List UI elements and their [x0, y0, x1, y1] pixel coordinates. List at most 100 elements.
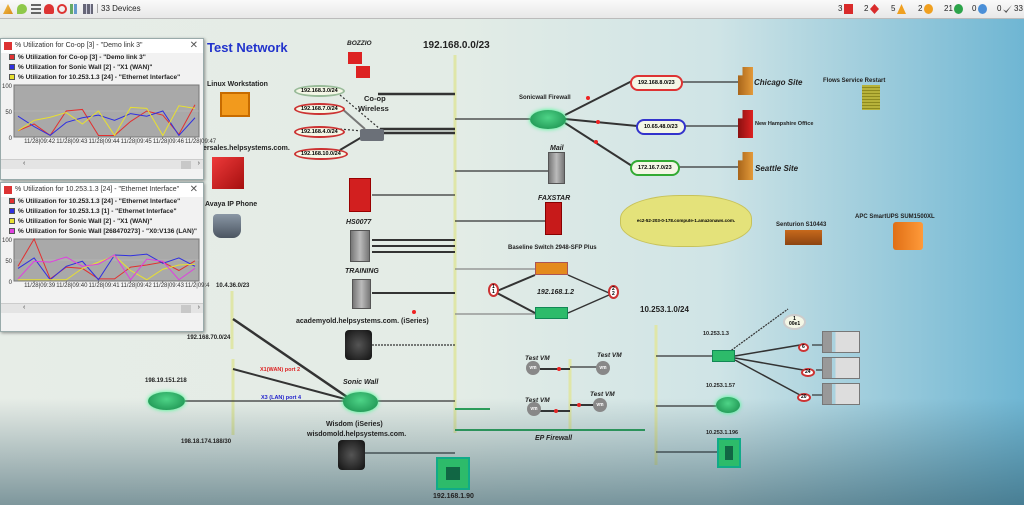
subnet-cloud[interactable]: 192.168.8.0/23 — [630, 75, 683, 91]
scroll-thumb[interactable] — [181, 161, 191, 169]
sonic-wall-router-icon[interactable] — [343, 392, 378, 412]
orange-triangle-icon[interactable] — [897, 4, 906, 14]
linux-workstation-icon[interactable] — [220, 92, 250, 117]
switch-10-253-1-3-icon[interactable] — [712, 350, 735, 362]
layer3-switch-icon[interactable] — [436, 457, 470, 490]
scroll-left-icon[interactable]: ‹ — [23, 304, 26, 311]
label-ip10196: 10.253.1.196 — [706, 430, 739, 436]
hs0077-server-icon[interactable] — [350, 230, 370, 262]
vm-icon[interactable]: vm — [593, 398, 607, 412]
wireless-router-icon[interactable] — [360, 129, 384, 141]
status-count[interactable]: 21 — [944, 4, 953, 13]
close-icon[interactable]: ✕ — [189, 40, 198, 51]
home-icon[interactable] — [3, 4, 13, 14]
red-diamond-icon[interactable] — [870, 4, 879, 14]
training-server-icon[interactable] — [352, 279, 371, 309]
aws-cloud[interactable]: ec2-52-203-0-178.compute-1.amazonaws.com… — [620, 195, 752, 247]
legend-swatch — [9, 54, 15, 61]
flows-building-icon[interactable] — [862, 85, 880, 110]
router-10-253-1-57-icon[interactable] — [716, 397, 740, 413]
chart-icon[interactable] — [70, 4, 80, 14]
scroll-right-icon[interactable]: › — [197, 304, 200, 311]
y-tick-label: 50 — [5, 259, 12, 265]
check-icon[interactable] — [1003, 5, 1012, 13]
label-subnet_main: 192.168.0.0/23 — [423, 40, 490, 51]
iseries-icon[interactable] — [345, 330, 372, 360]
legend-item: % Utilization for Sonic Wall [268470273]… — [1, 227, 203, 237]
status-count[interactable]: 33 — [1014, 4, 1023, 13]
router-icon[interactable] — [148, 392, 185, 410]
red-server-icon[interactable] — [349, 178, 371, 212]
label-ip198: 198.19.151.218 — [145, 378, 187, 384]
chart-scrollbar[interactable]: ‹› — [1, 303, 203, 313]
close-icon[interactable]: ✕ — [189, 184, 198, 195]
x-tick-label: 11/28|09:47 — [185, 139, 217, 145]
list-icon[interactable] — [31, 4, 41, 14]
wisdom-iseries-icon[interactable] — [338, 440, 365, 470]
server-cube-icon[interactable] — [212, 157, 244, 189]
sonicwall-firewall-icon[interactable] — [530, 110, 566, 129]
subnet-cloud[interactable]: 10.65.48.0/23 — [636, 119, 686, 135]
target-icon[interactable] — [57, 4, 67, 14]
status-count[interactable]: 5 — [891, 4, 896, 13]
port-circle[interactable]: 20 — [797, 393, 811, 402]
status-count[interactable]: 0 — [997, 4, 1002, 13]
senturion-icon[interactable] — [785, 230, 822, 245]
alert-bell-icon[interactable] — [44, 4, 54, 14]
blue-question-icon[interactable] — [978, 4, 987, 14]
grid-icon[interactable] — [83, 4, 93, 14]
linux-pc-icon[interactable] — [822, 331, 860, 353]
status-count[interactable]: 2 — [864, 4, 869, 13]
vm-icon[interactable]: vm — [596, 361, 610, 375]
subnet-oval[interactable]: 192.168.3.0/24 — [294, 85, 345, 97]
ups-icon[interactable] — [893, 222, 923, 250]
scroll-thumb[interactable] — [181, 305, 191, 313]
label-chicago: Chicago Site — [754, 78, 803, 87]
status-count[interactable]: 2 — [918, 4, 923, 13]
scroll-right-icon[interactable]: › — [197, 160, 200, 167]
x-tick-label: 11/28|09:40 — [56, 283, 88, 289]
subnet-oval[interactable]: 192.168.4.0/24 — [294, 126, 345, 138]
red-square-icon[interactable] — [844, 4, 853, 14]
ip-phone-icon[interactable] — [213, 214, 241, 238]
label-x3lan: X3 (LAN) port 4 — [261, 395, 302, 401]
subnet-cloud[interactable]: 172.16.7.0/23 — [630, 160, 680, 176]
legend-label: % Utilization for 10.253.1.3 [1] - "Ethe… — [18, 208, 177, 215]
window-titlebar[interactable]: % Utilization for 10.253.1.3 [24] - "Eth… — [1, 183, 203, 197]
label-sub19270: 192.168.70.0/24 — [187, 335, 231, 341]
chart-scrollbar[interactable]: ‹› — [1, 159, 203, 169]
label-academy: academyold.helpsystems.com. (iSeries) — [296, 318, 429, 325]
utilization-window-coop[interactable]: % Utilization for Co-op [3] - "Demo link… — [0, 38, 217, 180]
port-circle[interactable]: 24 — [801, 368, 815, 377]
x-tick-label: 11/28|09:42 — [120, 283, 152, 289]
window-titlebar[interactable]: % Utilization for Co-op [3] - "Demo link… — [1, 39, 203, 53]
subnet-oval[interactable]: 192.168.10.0/24 — [294, 148, 348, 160]
vm-icon[interactable]: vm — [526, 361, 540, 375]
status-count[interactable]: 0 — [972, 4, 977, 13]
switch-10-253-1-196-icon[interactable] — [717, 438, 741, 468]
window-title: % Utilization for Co-op [3] - "Demo link… — [15, 42, 143, 49]
redhat-pc-icon[interactable] — [822, 357, 860, 379]
green-circle-icon[interactable] — [954, 4, 963, 14]
device-count[interactable]: 33 Devices — [97, 4, 141, 13]
vm-icon[interactable]: vm — [527, 402, 541, 416]
switch-orange-icon[interactable] — [535, 262, 568, 275]
utilization-window-10-253-1-3[interactable]: % Utilization for 10.253.1.3 [24] - "Eth… — [0, 182, 209, 332]
subnet-oval[interactable]: 192.168.7.0/24 — [294, 103, 345, 115]
status-count[interactable]: 3 — [838, 4, 843, 13]
windows-pc-icon[interactable] — [822, 383, 860, 405]
orange-circle-icon[interactable] — [924, 4, 933, 14]
bozzio-device-icon[interactable] — [348, 52, 362, 64]
mail-server-icon[interactable] — [548, 152, 565, 184]
switch-green-icon[interactable] — [535, 307, 568, 319]
scroll-left-icon[interactable]: ‹ — [23, 160, 26, 167]
map-pin-icon[interactable] — [17, 4, 27, 14]
port-circle[interactable]: 6 — [798, 343, 809, 352]
label-bozzio: BOZZIO — [347, 40, 372, 47]
faxstar-icon[interactable] — [545, 202, 562, 235]
